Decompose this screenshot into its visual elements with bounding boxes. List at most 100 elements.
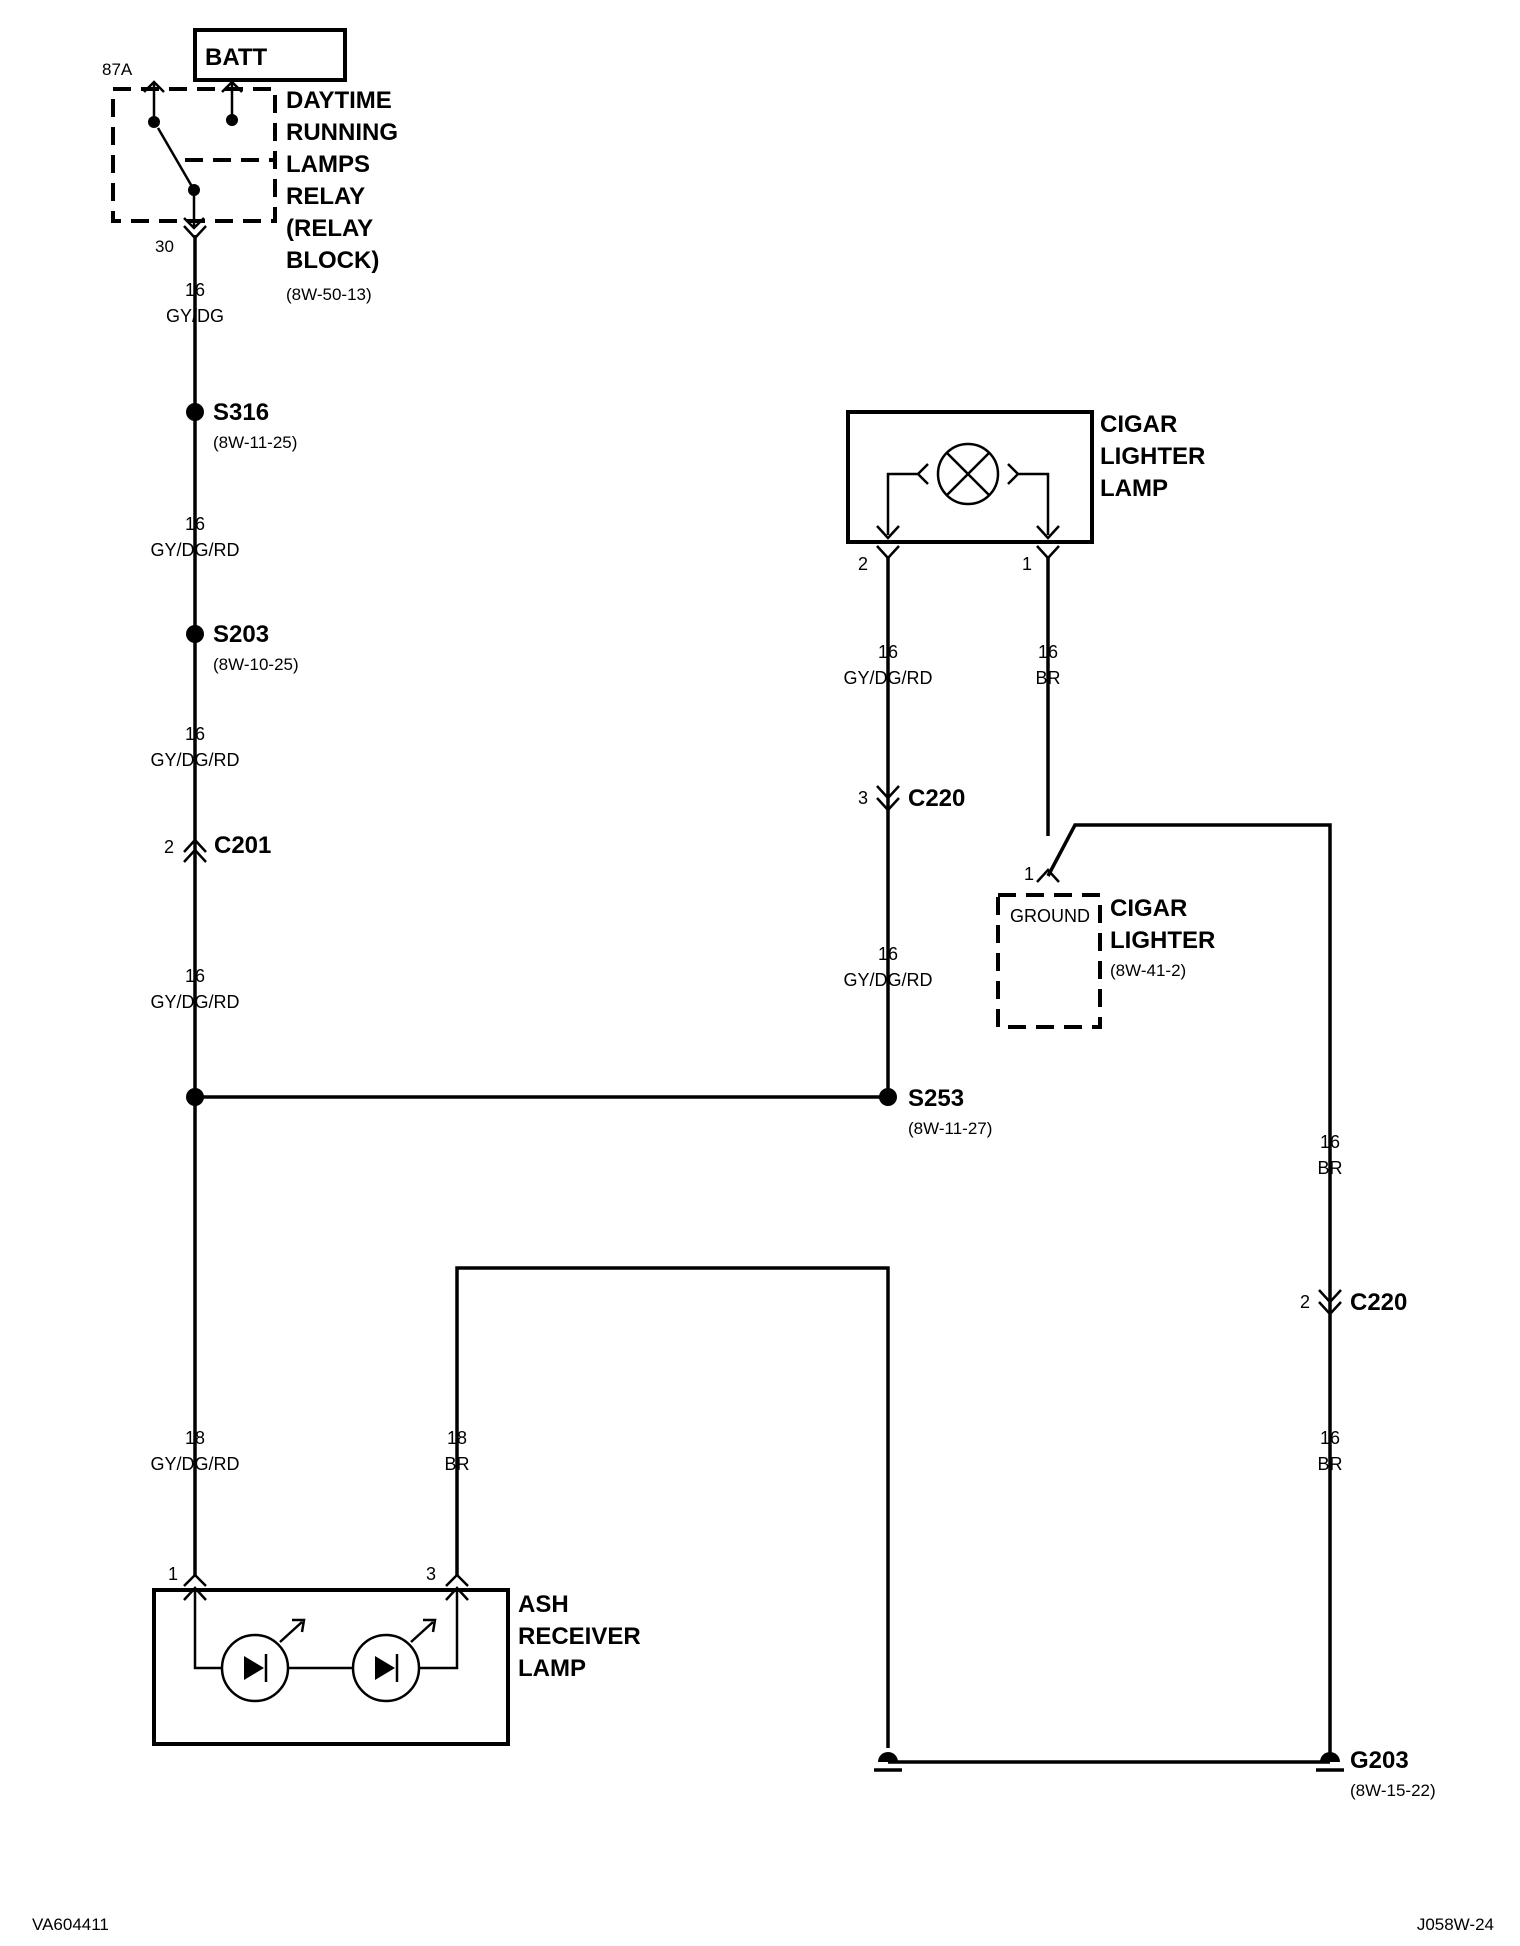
wire-gauge-w4: 16 — [185, 966, 205, 986]
splice-s253-ref: (8W-11-27) — [908, 1119, 992, 1138]
wire-cl-ground — [1046, 823, 1332, 1762]
ground-g203: G203 (8W-15-22) — [874, 1747, 1436, 1800]
ash-label-2: RECEIVER — [518, 1623, 641, 1650]
cll-pin1-connector-icon — [1036, 525, 1060, 560]
relay-pin-30: 30 — [155, 237, 174, 256]
wire-gauge-w6: 18 — [447, 1428, 467, 1448]
relay-label-2: RUNNING — [286, 119, 398, 146]
ground-left-icon — [878, 1752, 898, 1762]
splice-s316-ref: (8W-11-25) — [213, 433, 297, 452]
connector-c201-pin: 2 — [164, 837, 174, 857]
splice-s253-name: S253 — [908, 1085, 964, 1112]
cigar-lighter-lamp: 2 1 CIGAR LIGHTER LAMP 16 GY/DG/RD 16 BR… — [843, 410, 1205, 1138]
cl-pin1-connector-icon — [1036, 868, 1060, 883]
relay-label-3: LAMPS — [286, 151, 370, 178]
wire-color-w11: BR — [1317, 1454, 1342, 1474]
footer-left-code: VA604411 — [32, 1915, 109, 1934]
relay-label-6: BLOCK) — [286, 247, 379, 274]
connector-c220b-pin: 2 — [1300, 1292, 1310, 1312]
wire-color-w10: BR — [1317, 1158, 1342, 1178]
cl-label-2: LIGHTER — [1110, 927, 1215, 954]
wire-gauge-w7: 16 — [878, 642, 898, 662]
cll-pin-2: 2 — [858, 554, 868, 574]
led-2-icon — [351, 1633, 421, 1703]
ash-pin3-connector-icon — [445, 1573, 469, 1601]
contact-87-icon — [221, 80, 243, 120]
wire-ash-ground — [455, 1266, 890, 1748]
cll-label-3: LAMP — [1100, 475, 1168, 502]
connector-c220a-pin: 3 — [858, 788, 868, 808]
left-trunk-labels: 16 GY/DG S316 (8W-11-25) 16 GY/DG/RD S20… — [150, 280, 469, 1474]
contact-87a-dot — [148, 116, 160, 128]
wire-gauge-w1: 16 — [185, 280, 205, 300]
cigar-lighter: 1 GROUND CIGAR LIGHTER (8W-41-2) — [996, 864, 1215, 1029]
ground-right-icon — [1320, 1752, 1340, 1762]
splice-s203-ref: (8W-10-25) — [213, 655, 299, 674]
led-2-emission-arrow — [410, 1618, 437, 1643]
wire-color-w9: BR — [1035, 668, 1060, 688]
wire-color-w3: GY/DG/RD — [150, 750, 239, 770]
wires — [193, 235, 1332, 1764]
led-1-emission-arrow — [279, 1618, 306, 1643]
ash-internal-wiring — [193, 1590, 459, 1670]
splice-junction-dot — [186, 1088, 204, 1106]
connector-c201-icon — [183, 838, 207, 863]
connector-c220a-icon — [876, 785, 900, 812]
ground-name: G203 — [1350, 1747, 1409, 1774]
cl-ground-label: GROUND — [1010, 906, 1090, 926]
wire-gauge-w9: 16 — [1038, 642, 1058, 662]
wire-gauge-w10: 16 — [1320, 1132, 1340, 1152]
right-ground-wire: 16 BR 2 C220 16 BR — [1300, 1132, 1407, 1474]
splice-s253-dot — [879, 1088, 897, 1106]
ash-label-1: ASH — [518, 1591, 569, 1618]
connector-c201-name: C201 — [214, 832, 271, 859]
cl-ref: (8W-41-2) — [1110, 961, 1186, 980]
relay-ref: (8W-50-13) — [286, 285, 372, 304]
wire-gauge-w3: 16 — [185, 724, 205, 744]
cll-pin2-connector-icon — [876, 525, 900, 560]
connector-c220a-name: C220 — [908, 785, 965, 812]
ash-lamp-box — [152, 1588, 510, 1746]
contact-30-icon — [183, 190, 205, 230]
batt-label: BATT — [205, 44, 268, 71]
cll-left-lead — [886, 463, 929, 535]
relay-switch-arm — [156, 127, 196, 191]
wire-color-w2: GY/DG/RD — [150, 540, 239, 560]
splice-s203-dot — [186, 625, 204, 643]
relay-label-1: DAYTIME — [286, 87, 392, 114]
cll-label-2: LIGHTER — [1100, 443, 1205, 470]
relay-pin-87a: 87A — [102, 60, 133, 79]
splice-s203-name: S203 — [213, 621, 269, 648]
wire-gauge-w11: 16 — [1320, 1428, 1340, 1448]
cl-pin-1: 1 — [1024, 864, 1034, 884]
connector-c220b-name: C220 — [1350, 1289, 1407, 1316]
wire-color-w8: GY/DG/RD — [843, 970, 932, 990]
led-1-triangle — [244, 1656, 264, 1680]
wire-color-w1: GY/DG — [166, 306, 224, 326]
ash-pin1-connector-icon — [183, 1573, 207, 1601]
ash-pin-1: 1 — [168, 1564, 178, 1584]
ash-pin-3: 3 — [426, 1564, 436, 1584]
cll-label-1: CIGAR — [1100, 411, 1177, 438]
wire-gauge-w2: 16 — [185, 514, 205, 534]
ash-receiver-lamp: 1 3 ASH RECEIVER LAMP — [152, 1564, 641, 1746]
splice-s316-name: S316 — [213, 399, 269, 426]
cll-pin-1: 1 — [1022, 554, 1032, 574]
cll-right-lead — [1007, 463, 1050, 535]
cl-outline — [996, 893, 1102, 1029]
wire-color-w6: BR — [444, 1454, 469, 1474]
contact-87a-icon — [143, 80, 165, 122]
splice-s316-dot — [186, 403, 204, 421]
wire-color-w7: GY/DG/RD — [843, 668, 932, 688]
cll-box — [846, 410, 1094, 544]
connector-c220b-icon — [1318, 1289, 1342, 1316]
wire-color-w5: GY/DG/RD — [150, 1454, 239, 1474]
wire-gauge-w8: 16 — [878, 944, 898, 964]
drl-relay: BATT 87A 30 DAYTIME RUNNING LAMPS RELAY … — [102, 28, 398, 304]
ash-label-3: LAMP — [518, 1655, 586, 1682]
contact-87-dot — [226, 114, 238, 126]
relay-label-5: (RELAY — [286, 215, 373, 242]
footer-right-code: J058W-24 — [1417, 1915, 1494, 1934]
ground-ref: (8W-15-22) — [1350, 1781, 1436, 1800]
